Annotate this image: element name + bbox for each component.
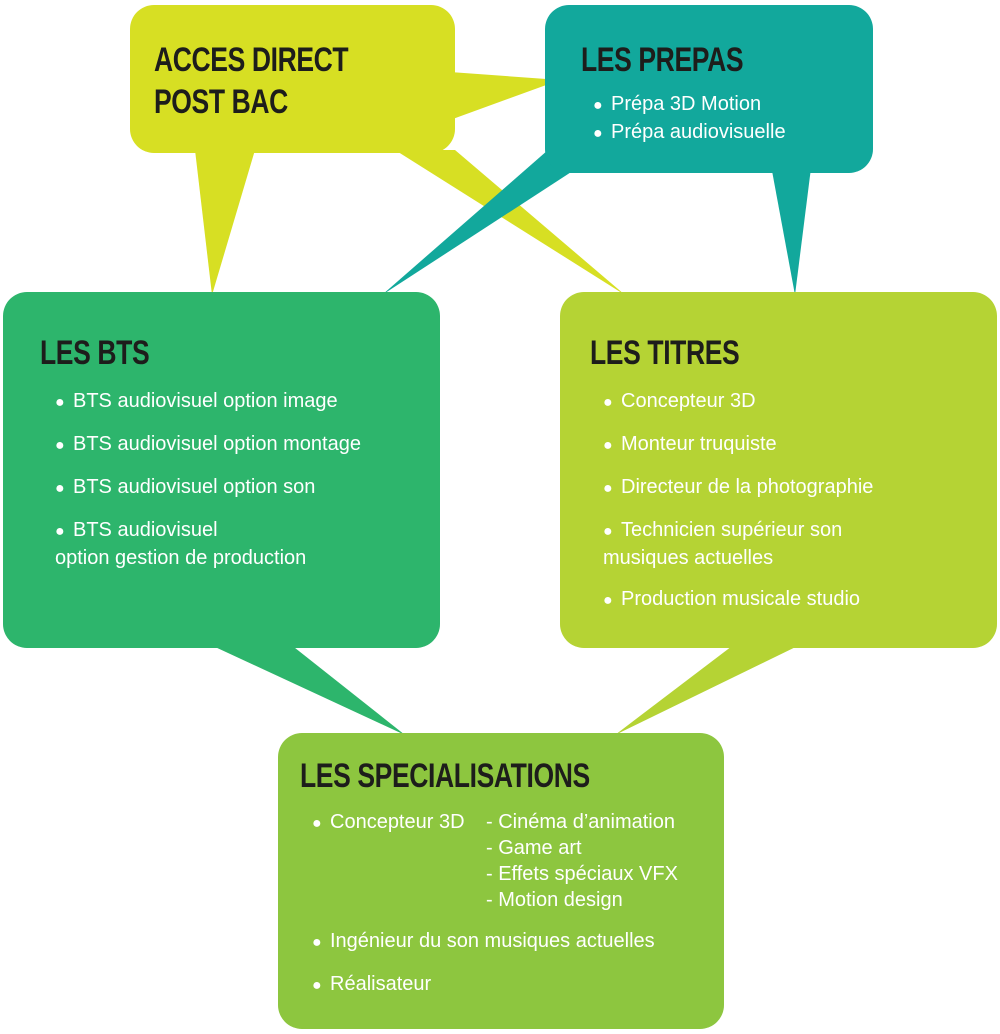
bts-list: ●BTS audiovisuel option image ●BTS audio… [55, 388, 361, 571]
bullet-icon: ● [55, 523, 65, 540]
bullet-icon: ● [55, 437, 65, 454]
bullet-icon: ● [312, 815, 322, 832]
titres-box: LES TITRES ●Concepteur 3D ●Monteur truqu… [560, 292, 997, 648]
bts-item: ●BTS audiovisuel option son [55, 474, 361, 502]
bts-title: LES BTS [40, 334, 150, 372]
bts-item: ●BTS audiovisuel option image [55, 388, 361, 416]
bullet-icon: ● [312, 934, 322, 951]
prepas-tail-down-left [382, 150, 605, 295]
concepteur-label: ●Concepteur 3D [312, 809, 486, 913]
bts-tail [200, 640, 405, 735]
concepteur-option: - Motion design [486, 889, 623, 911]
bullet-icon: ● [55, 394, 65, 411]
concepteur-option: - Effets spéciaux VFX [486, 863, 678, 885]
bts-item: ●BTS audiovisuel option montage [55, 431, 361, 459]
concepteur-option: - Cinéma d’animation [486, 811, 675, 833]
acces-tail-down-right [395, 150, 625, 295]
bullet-icon: ● [603, 437, 613, 454]
concepteur-row: ●Concepteur 3D - Cinéma d’animation - Ga… [312, 809, 678, 913]
specialisations-list: ●Concepteur 3D - Cinéma d’animation - Ga… [312, 809, 678, 999]
prepas-list: ●Prépa 3D Motion ●Prépa audiovisuelle [593, 91, 786, 147]
specialisations-item: ●Concepteur 3D - Cinéma d’animation - Ga… [312, 809, 678, 913]
acces-direct-box: ACCES DIRECT POST BAC [130, 5, 455, 153]
titres-title: LES TITRES [590, 334, 740, 372]
bullet-icon: ● [603, 523, 613, 540]
bullet-icon: ● [603, 480, 613, 497]
acces-tail-down-left [195, 150, 255, 295]
specialisations-item: ●Ingénieur du son musiques actuelles [312, 928, 678, 956]
specialisations-title: LES SPECIALISATIONS [300, 757, 590, 795]
titres-item: ●Monteur truquiste [603, 431, 873, 459]
specialisations-item: ●Réalisateur [312, 971, 678, 999]
bullet-icon: ● [55, 480, 65, 497]
acces-title-line2: POST BAC [154, 83, 288, 121]
prepas-item: ●Prépa audiovisuelle [593, 119, 786, 147]
prepas-box: LES PREPAS ●Prépa 3D Motion ●Prépa audio… [545, 5, 873, 173]
prepas-tail-down-right [770, 160, 812, 295]
prepas-item: ●Prépa 3D Motion [593, 91, 786, 119]
titres-item: ●Production musicale studio [603, 586, 873, 614]
bullet-icon: ● [593, 125, 603, 142]
prepas-title: LES PREPAS [581, 41, 744, 79]
titres-list: ●Concepteur 3D ●Monteur truquiste ●Direc… [603, 388, 873, 614]
acces-tail-right [450, 72, 560, 120]
bullet-icon: ● [593, 97, 603, 114]
titres-item: ●Directeur de la photographie [603, 474, 873, 502]
bullet-icon: ● [603, 592, 613, 609]
acces-title-line1: ACCES DIRECT [154, 41, 349, 79]
concepteur-option: - Game art [486, 837, 582, 859]
bullet-icon: ● [312, 977, 322, 994]
specialisations-box: LES SPECIALISATIONS ●Concepteur 3D - Cin… [278, 733, 724, 1029]
bts-box: LES BTS ●BTS audiovisuel option image ●B… [3, 292, 440, 648]
concepteur-options: - Cinéma d’animation - Game art - Effets… [486, 809, 678, 913]
acces-direct-title: ACCES DIRECT POST BAC [154, 39, 349, 123]
bullet-icon: ● [603, 394, 613, 411]
titres-tail [615, 640, 810, 735]
titres-item: ●Concepteur 3D [603, 388, 873, 416]
